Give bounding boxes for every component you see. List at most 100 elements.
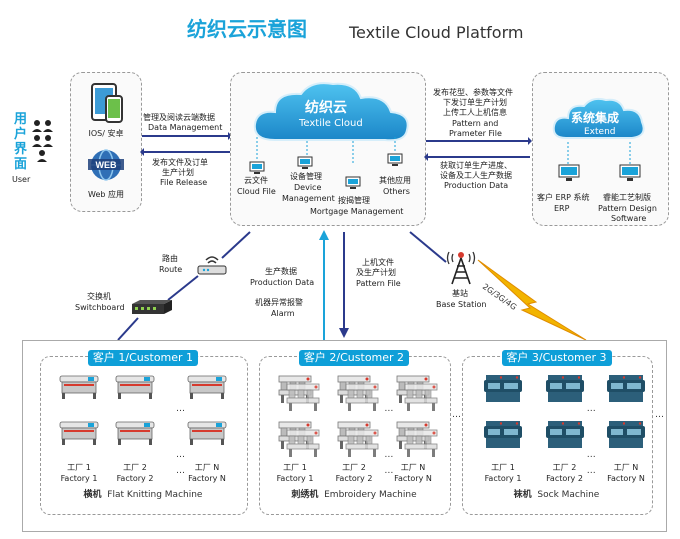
publish-cn3: 上传工人上机信息 xyxy=(443,108,507,117)
extend-panel xyxy=(532,72,669,226)
factory-label-cn: 工厂 2 xyxy=(342,463,366,472)
base-station-cn: 基站 xyxy=(452,289,468,298)
web-globe-icon: WEB xyxy=(88,149,124,181)
sock-machine-icon xyxy=(558,374,588,408)
factory-label-en: Factory 1 xyxy=(276,474,314,483)
mgmt-label-en: Data Management xyxy=(148,123,223,132)
cloud-extend-arrows xyxy=(424,137,532,161)
tablet-icon xyxy=(91,83,123,123)
user-label-cn: 用户界面 xyxy=(14,112,28,172)
cloud-file-en: Cloud File xyxy=(237,187,276,196)
knit-machine-icon xyxy=(186,420,228,450)
ellipsis-mark: … xyxy=(384,466,394,476)
ellipsis-mark: … xyxy=(586,466,596,476)
cloud-file-cn: 云文件 xyxy=(244,176,268,185)
user-label-en: User xyxy=(12,175,31,184)
switchboard-icon xyxy=(132,300,172,314)
cloud-file-icon xyxy=(249,161,265,174)
emb-machine-icon xyxy=(285,382,321,416)
base-station-en: Base Station xyxy=(436,300,487,309)
factory-label-en: Factory N xyxy=(188,474,226,483)
publish-en2: Prameter File xyxy=(449,129,502,138)
cloud-title-cn: 纺织云 xyxy=(305,100,347,116)
others-en: Others xyxy=(383,187,410,196)
release-label-cn2: 生产计划 xyxy=(162,168,194,177)
ellipsis-mark: … xyxy=(175,404,185,414)
route-en: Route xyxy=(159,265,183,274)
extend-title-cn: 系统集成 xyxy=(571,111,620,125)
factory-label-en: Factory N xyxy=(394,474,432,483)
alarm-cn: 机器异常报警 xyxy=(255,298,303,307)
factory-label-cn: 工厂 2 xyxy=(123,463,147,472)
device-mgmt-en1: Device xyxy=(294,183,322,192)
ellipsis-mark: … xyxy=(384,450,394,460)
customer-name-badge: 客户 3/Customer 3 xyxy=(501,350,612,366)
release-label-cn1: 发布文件及订单 xyxy=(152,158,208,167)
knit-machine-icon xyxy=(114,420,156,450)
factory-label-cn: 工厂 2 xyxy=(552,463,577,472)
prod-data-en: Production Data xyxy=(250,278,315,287)
mortgage-management-icon xyxy=(345,176,361,189)
cloud-module-links xyxy=(256,137,396,163)
router-icon xyxy=(197,256,227,275)
fetch-cn1: 获取订单生产进度、 xyxy=(440,161,512,170)
title-en: Textile Cloud Platform xyxy=(349,23,524,42)
fetch-en: Production Data xyxy=(444,181,509,190)
emb-machine-icon xyxy=(344,382,380,416)
device-mgmt-cn: 设备管理 xyxy=(290,172,322,181)
cloud-shape xyxy=(253,82,409,142)
factory-label-en: Factory 2 xyxy=(546,474,583,483)
erp-cn: 客户 ERP 系统 xyxy=(537,193,590,202)
publish-cn2: 下发订单生产计划 xyxy=(443,98,507,107)
machine-type-label: 横机 Flat Knitting Machine xyxy=(83,490,203,500)
customer-name-badge: 客户 2/Customer 2 xyxy=(299,350,409,366)
factory-label-en: Factory 1 xyxy=(484,474,522,483)
ellipsis-mark: … xyxy=(586,450,596,460)
prod-data-cn: 生产数据 xyxy=(265,267,297,276)
knit-machine-icon xyxy=(58,374,100,404)
device-management-icon xyxy=(297,156,313,169)
emb-machine-icon xyxy=(344,428,380,462)
svg-text:WEB: WEB xyxy=(96,160,117,170)
knit-machine-icon xyxy=(114,374,156,404)
release-label-en: File Release xyxy=(160,178,208,187)
factory-label-cn: 工厂 1 xyxy=(67,463,91,472)
emb-machine-icon xyxy=(285,428,321,462)
pds-en2: Software xyxy=(611,214,647,223)
cloud-title-en: Textile Cloud xyxy=(299,118,363,129)
sock-machine-icon xyxy=(619,374,649,408)
others-cn: 其他应用 xyxy=(379,176,411,185)
fetch-cn2: 设备及工人生产数据 xyxy=(440,171,512,180)
emb-machine-icon xyxy=(403,382,439,416)
route-cn: 路由 xyxy=(162,254,178,263)
emb-machine-icon xyxy=(403,428,439,462)
pds-en1: Pattern Design xyxy=(598,204,657,213)
pattern-design-computer-icon xyxy=(619,164,641,181)
mortgage-mgmt-cn: 按揭管理 xyxy=(338,196,370,205)
machine-type-label: 袜机 Sock Machine xyxy=(513,490,600,500)
ellipsis-mark: … xyxy=(175,466,185,476)
users-icon xyxy=(32,120,53,162)
sock-machine-icon xyxy=(496,374,526,408)
switchboard-cn: 交换机 xyxy=(87,292,111,301)
knit-machine-icon xyxy=(58,420,100,450)
machine-type-label: 刺绣机 Embroidery Machine xyxy=(291,490,417,500)
factory-label-cn: 工厂 N xyxy=(613,463,639,472)
user-cloud-arrows xyxy=(140,132,232,156)
web-app-label: Web 应用 xyxy=(88,190,124,199)
ellipsis-mark: … xyxy=(655,410,664,420)
ios-android-label: IOS/ 安卓 xyxy=(88,129,124,138)
factory-label-cn: 工厂 N xyxy=(194,463,220,472)
publish-cn1: 发布花型、参数等文件 xyxy=(433,88,513,97)
factory-label-en: Factory 2 xyxy=(116,474,154,483)
upfile-cn1: 上机文件 xyxy=(362,258,394,267)
upfile-en: Pattern File xyxy=(356,279,401,288)
publish-en1: Pattern and xyxy=(452,119,499,128)
factory-label-cn: 工厂 1 xyxy=(283,463,307,472)
factory-label-cn: 工厂 N xyxy=(400,463,426,472)
title-cn: 纺织云示意图 xyxy=(187,17,307,41)
switchboard-en: Switchboard xyxy=(75,303,125,312)
erp-computer-icon xyxy=(558,164,580,181)
ellipsis-mark: … xyxy=(452,410,461,420)
